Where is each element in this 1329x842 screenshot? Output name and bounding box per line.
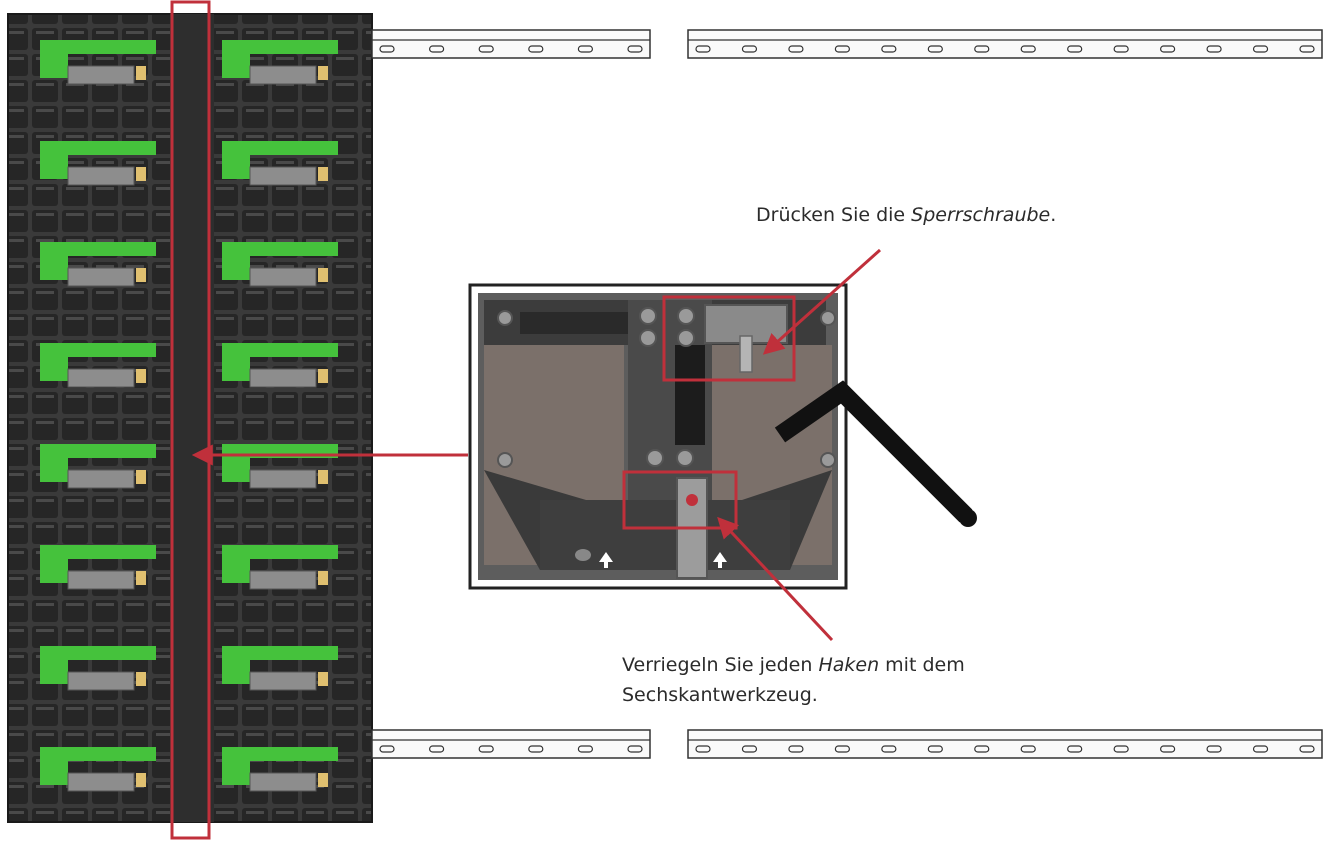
lock-screw-callout-term: Sperrschraube (911, 204, 1051, 226)
hook-callout-suffix: mit dem (879, 654, 965, 676)
hook-highlight (622, 470, 738, 530)
rail-slot (1206, 45, 1222, 53)
module-bracket (222, 545, 338, 590)
rail-slot (1113, 45, 1129, 53)
rail-slot (429, 745, 445, 753)
rail-slot (379, 745, 395, 753)
rail-slot (1206, 745, 1222, 753)
rail-slot (1160, 745, 1176, 753)
hook-callout-term: Haken (818, 654, 880, 676)
hook-arrow (717, 516, 834, 642)
rail-slot (1113, 745, 1129, 753)
module-bracket (40, 545, 156, 590)
module-bracket (222, 747, 338, 792)
module-bracket (40, 141, 156, 186)
rail-slot (788, 45, 804, 53)
bottom-rail-left (371, 729, 651, 759)
rail-slot (834, 745, 850, 753)
rail-slot (627, 45, 643, 53)
module-bracket (40, 747, 156, 792)
lock-screw-callout-prefix: Drücken Sie die (756, 204, 912, 226)
rail-slot (528, 745, 544, 753)
module-grid (40, 40, 338, 792)
hook-callout-line2: Sechskantwerkzeug. (622, 684, 818, 706)
rail-slot (1067, 45, 1083, 53)
module-bracket (40, 646, 156, 691)
rail-slot (1252, 745, 1269, 753)
rail-slot (1160, 45, 1176, 53)
rail-slot (788, 745, 804, 753)
rail-slot (834, 45, 850, 53)
rail-slot (927, 745, 943, 753)
center-column-highlight (170, 0, 211, 840)
lock-screw-callout-suffix: . (1050, 204, 1057, 226)
module-bracket (40, 343, 156, 388)
hex-key-tool (774, 380, 977, 527)
bottom-rail-right (687, 729, 1323, 759)
lock-screw-highlight (662, 295, 796, 382)
rail-slot (1020, 745, 1036, 753)
rail-slot (1067, 745, 1083, 753)
module-bracket (40, 444, 156, 489)
rail-slot (881, 745, 897, 753)
detail-inset (468, 283, 848, 590)
hook-callout: Verriegeln Sie jeden Haken mit dem Sechs… (622, 650, 965, 710)
rail-slot (927, 45, 943, 53)
rail-slot (429, 45, 445, 53)
top-rail-left (371, 29, 651, 59)
module-bracket (222, 343, 338, 388)
rail-slot (741, 745, 758, 753)
hook-callout-line1: Verriegeln Sie jeden Haken mit dem (622, 650, 965, 680)
lock-screw-arrow (762, 248, 882, 355)
module-bracket (222, 646, 338, 691)
rail-slot (974, 745, 990, 753)
top-rail-right (687, 29, 1323, 59)
rail-slot (1299, 745, 1315, 753)
rail-slot (881, 45, 897, 53)
module-bracket (222, 141, 338, 186)
module-bracket (222, 242, 338, 287)
hook-callout-prefix: Verriegeln Sie jeden (622, 654, 819, 676)
rail-slot (577, 45, 594, 53)
lock-screw-callout: Drücken Sie die Sperrschraube. (756, 200, 1056, 230)
rail-slot (478, 745, 494, 753)
module-bracket (40, 40, 156, 85)
rail-slot (695, 745, 711, 753)
rail-slot (695, 45, 711, 53)
led-wall-panel (7, 13, 373, 823)
rail-slot (627, 745, 643, 753)
module-bracket (222, 40, 338, 85)
rail-slot (478, 45, 494, 53)
rail-slot (577, 745, 594, 753)
rail-slot (1299, 45, 1315, 53)
rail-slot (741, 45, 758, 53)
rail-slot (528, 45, 544, 53)
rail-slot (974, 45, 990, 53)
rail-slot (379, 45, 395, 53)
module-bracket (40, 242, 156, 287)
rail-slot (1252, 45, 1269, 53)
rail-slot (1020, 45, 1036, 53)
